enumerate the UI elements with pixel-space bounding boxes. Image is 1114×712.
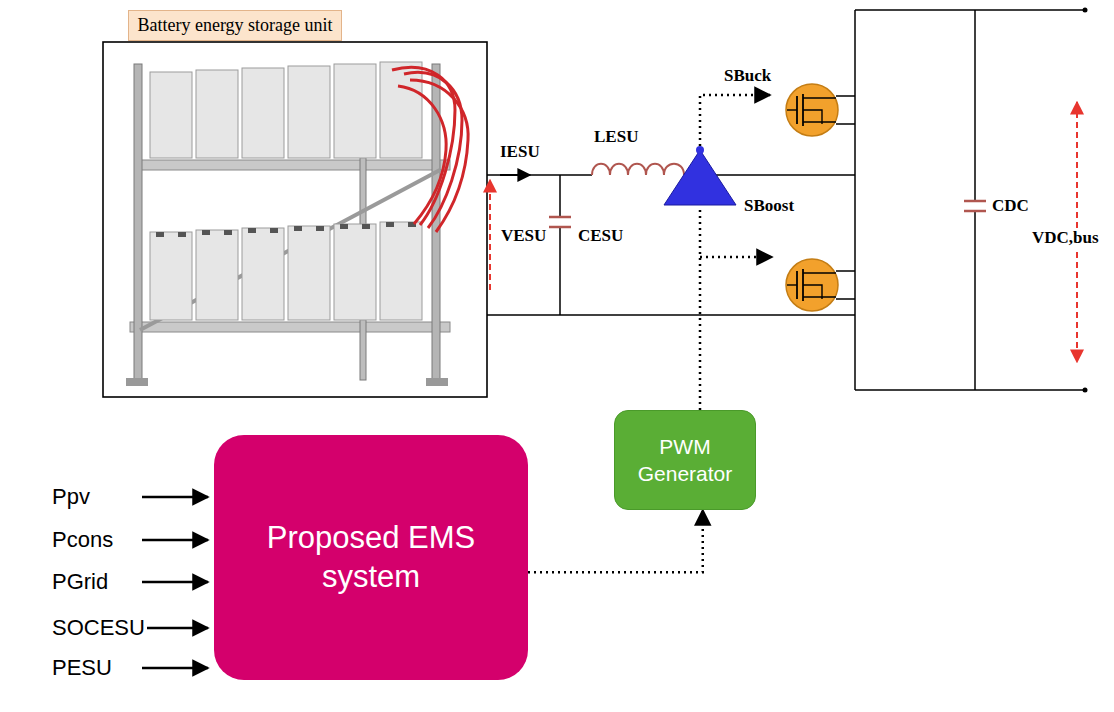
pwm-box: PWM Generator (614, 410, 756, 510)
voltage-arrow (489, 180, 491, 290)
input-signal: SOCESU (50, 615, 147, 641)
voltage-label: VESU (499, 226, 548, 246)
wire (487, 174, 592, 176)
battery-block (242, 228, 284, 320)
rack-brace (140, 170, 440, 330)
input-signal: PGrid (50, 569, 110, 595)
wire (836, 270, 855, 272)
battery-block (288, 66, 330, 158)
wire (487, 314, 855, 316)
rack-foot (426, 378, 448, 386)
input-signal: PESU (50, 655, 114, 681)
wire (836, 123, 855, 125)
battery-block (150, 232, 192, 320)
capacitor-symbol (964, 201, 986, 211)
battery-block (196, 70, 238, 158)
wire (836, 95, 855, 97)
battery-block (196, 230, 238, 320)
switch-label: SBoost (742, 196, 796, 216)
gate-driver-symbol (664, 150, 736, 205)
wire (559, 175, 561, 217)
capacitor-label: CESU (576, 226, 625, 246)
battery-cables (392, 67, 468, 232)
ems-box: Proposed EMS system (214, 435, 528, 680)
dc-bus-wire (855, 389, 1085, 391)
wire (836, 298, 855, 300)
terminal-dot (1083, 8, 1088, 13)
junction-dot (696, 146, 704, 154)
wire (974, 211, 976, 390)
title-tag: Battery energy storage unit (128, 10, 342, 41)
battery-blocks-bottom (150, 222, 422, 320)
switch-label: SBuck (722, 66, 773, 86)
current-arrow (500, 174, 530, 176)
dc-bus-wire (855, 9, 1085, 11)
control-signal-arrow (528, 510, 703, 572)
mosfet-symbol (786, 84, 838, 136)
capacitor-label: CDC (990, 196, 1031, 216)
rack-shelf (130, 322, 450, 332)
rack-post (134, 64, 142, 384)
voltage-label: VDC,bus (1030, 228, 1101, 248)
battery-unit-frame (103, 42, 487, 397)
battery-block (380, 222, 422, 320)
wire (974, 10, 976, 201)
mosfet-symbol (786, 259, 838, 311)
box-text: Battery energy storage unit (137, 15, 332, 36)
capacitor-symbol (549, 217, 571, 227)
input-signal: Pcons (50, 527, 115, 553)
battery-block (334, 224, 376, 320)
battery-block (288, 226, 330, 320)
rack-foot (126, 378, 148, 386)
battery-terminals (156, 222, 416, 237)
wire (559, 227, 561, 315)
wire (854, 10, 856, 390)
current-label: IESU (498, 142, 542, 162)
rack-shelf (138, 160, 450, 170)
input-signal: Ppv (50, 484, 92, 510)
battery-rack-picture (126, 62, 468, 386)
battery-block (334, 64, 376, 158)
box-text: PWM Generator (625, 433, 745, 488)
gate-signal-lines (700, 95, 772, 410)
input-arrows (142, 497, 208, 668)
inductor-label: LESU (592, 127, 640, 147)
battery-blocks-top (150, 62, 422, 158)
inductor-symbol (592, 164, 684, 175)
battery-block (150, 72, 192, 158)
battery-block (242, 68, 284, 158)
box-text: Proposed EMS system (236, 519, 506, 597)
battery-block (380, 62, 422, 158)
circuit-wires (487, 10, 1085, 390)
terminal-dot (1083, 388, 1088, 393)
